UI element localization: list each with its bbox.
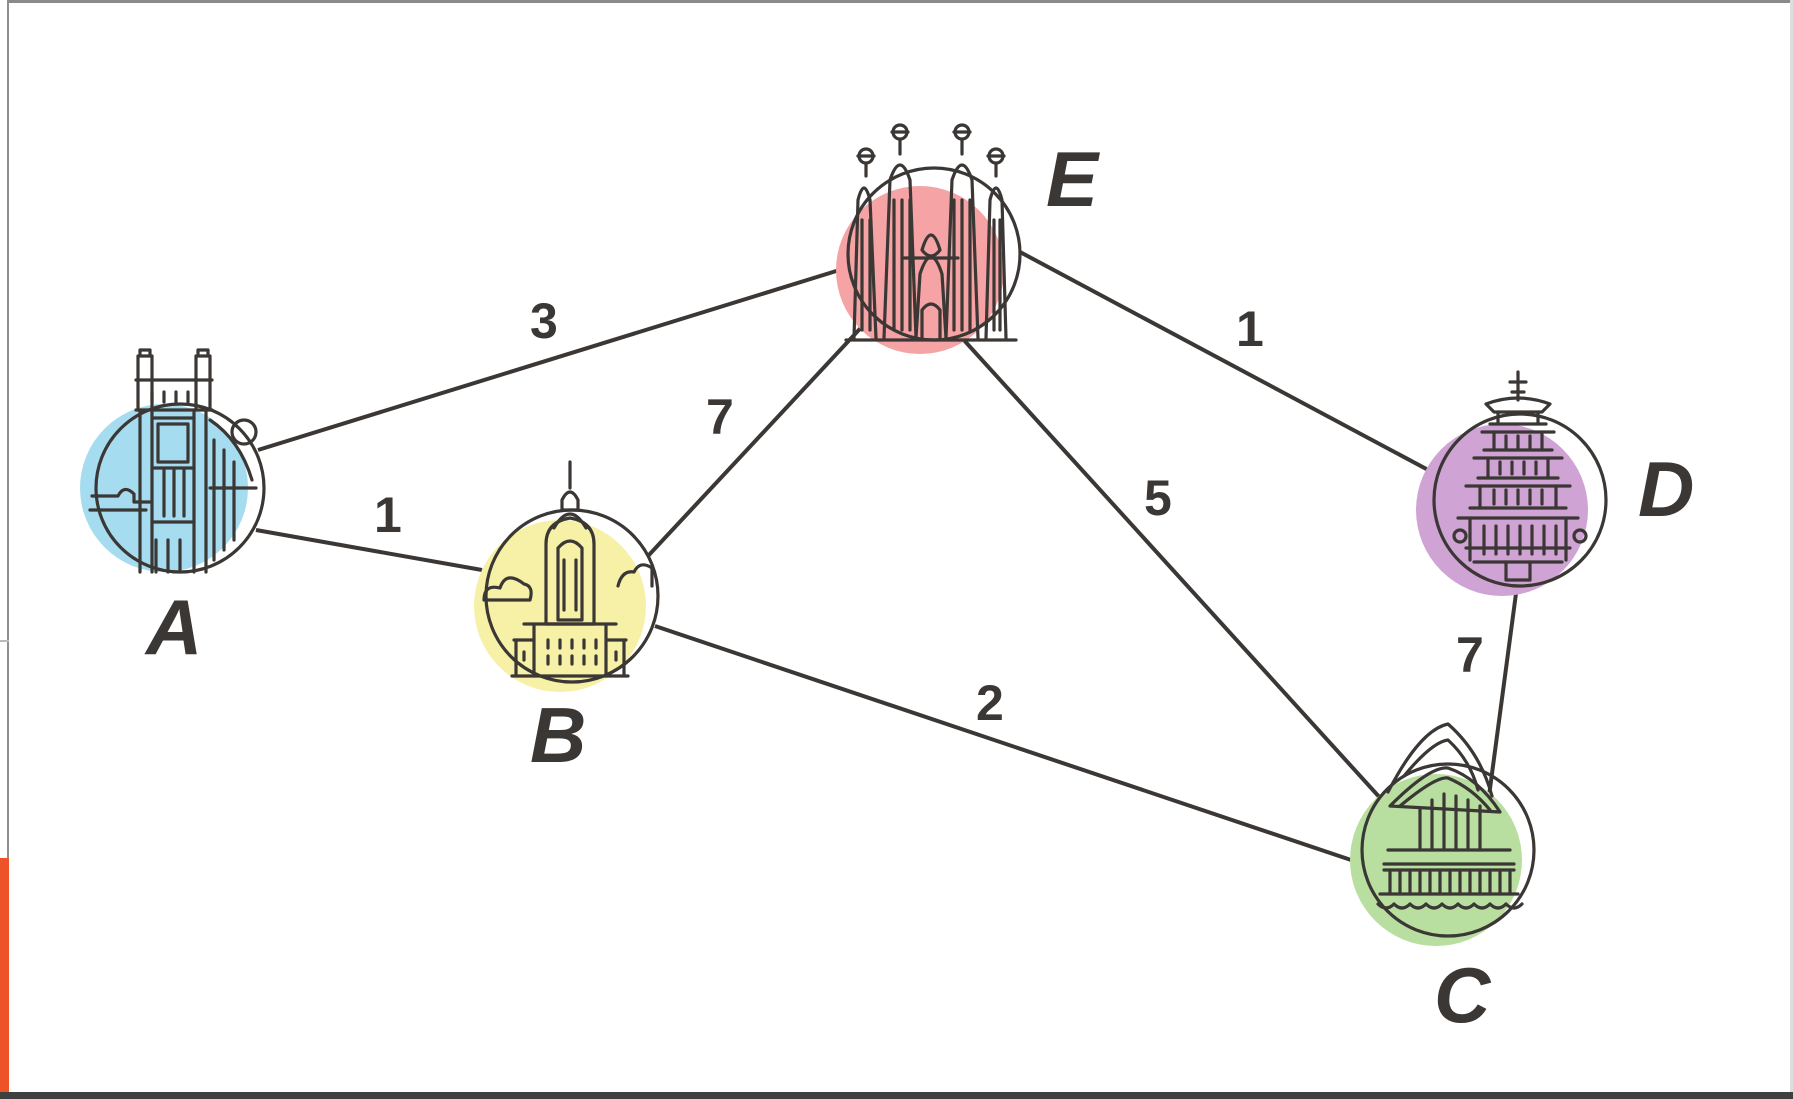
tower-bridge-icon (88, 348, 266, 574)
edge-weight-e-d: 1 (1236, 301, 1264, 357)
frame-bottom-border (0, 1092, 1793, 1099)
edge-a-e (257, 266, 847, 452)
edges-layer (255, 250, 1519, 864)
chrysler-building-icon (482, 460, 660, 684)
edge-e-d (1019, 250, 1433, 474)
sagrada-familia-icon (844, 123, 1022, 342)
frame-tick (0, 640, 9, 642)
node-a-label: A (144, 583, 202, 671)
node-c-label: C (1434, 951, 1492, 1039)
sydney-opera-house-icon (1360, 722, 1536, 938)
edge-weight-e-c: 5 (1144, 470, 1172, 526)
weights-layer: 3 1 7 2 5 1 7 (374, 293, 1484, 731)
edge-b-c (654, 624, 1358, 864)
node-b: B (474, 460, 660, 779)
node-b-label: B (530, 691, 586, 779)
edge-weight-a-b: 1 (374, 487, 402, 543)
edge-weight-b-c: 2 (976, 675, 1004, 731)
node-e-label: E (1046, 135, 1100, 223)
edge-weight-d-c: 7 (1456, 627, 1484, 683)
edge-a-b (255, 528, 483, 572)
edge-weight-a-e: 3 (530, 293, 558, 349)
frame-accent-bar (0, 858, 9, 1099)
frame-left-inner (0, 0, 7, 1099)
pagoda-icon (1432, 370, 1608, 588)
edge-weight-b-e: 7 (706, 389, 734, 445)
edge-b-e (646, 316, 872, 558)
edge-e-c (960, 336, 1384, 802)
node-c: C (1350, 722, 1536, 1039)
edge-d-c (1487, 585, 1519, 797)
node-d: D (1416, 370, 1694, 596)
frame-right-border (1790, 0, 1793, 1099)
node-a: A (80, 348, 266, 671)
node-d-label: D (1638, 445, 1694, 533)
node-e: E (836, 123, 1100, 354)
frame-top-border (0, 0, 1793, 3)
